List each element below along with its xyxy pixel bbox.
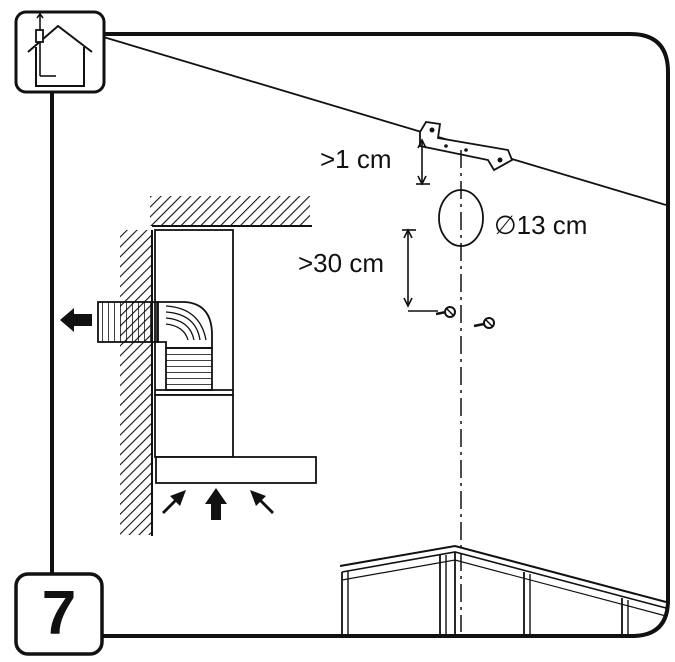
intake-arrow-icon (250, 490, 274, 514)
screw-icon (435, 306, 456, 318)
bracket-gap-label: >1 cm (320, 144, 392, 174)
frame-border (100, 32, 670, 638)
exhaust-arrow-icon (60, 308, 92, 332)
wall-mounting-view: >1 cm ∅13 cm >30 cm (298, 121, 587, 632)
screw-icon (473, 317, 495, 329)
step-number: 7 (42, 579, 76, 648)
wall-cabinet (339, 544, 667, 634)
ceiling-line (99, 35, 667, 206)
intake-arrow-icon (162, 490, 186, 514)
house-duct-icon (14, 10, 106, 94)
side-view-hood (60, 196, 317, 536)
intake-arrow-icon (205, 488, 227, 520)
outlet-diameter-label: ∅13 cm (494, 210, 587, 240)
step-badge: 7 (14, 572, 104, 656)
bracket-icon (419, 121, 514, 172)
screw-distance-label: >30 cm (298, 248, 384, 278)
